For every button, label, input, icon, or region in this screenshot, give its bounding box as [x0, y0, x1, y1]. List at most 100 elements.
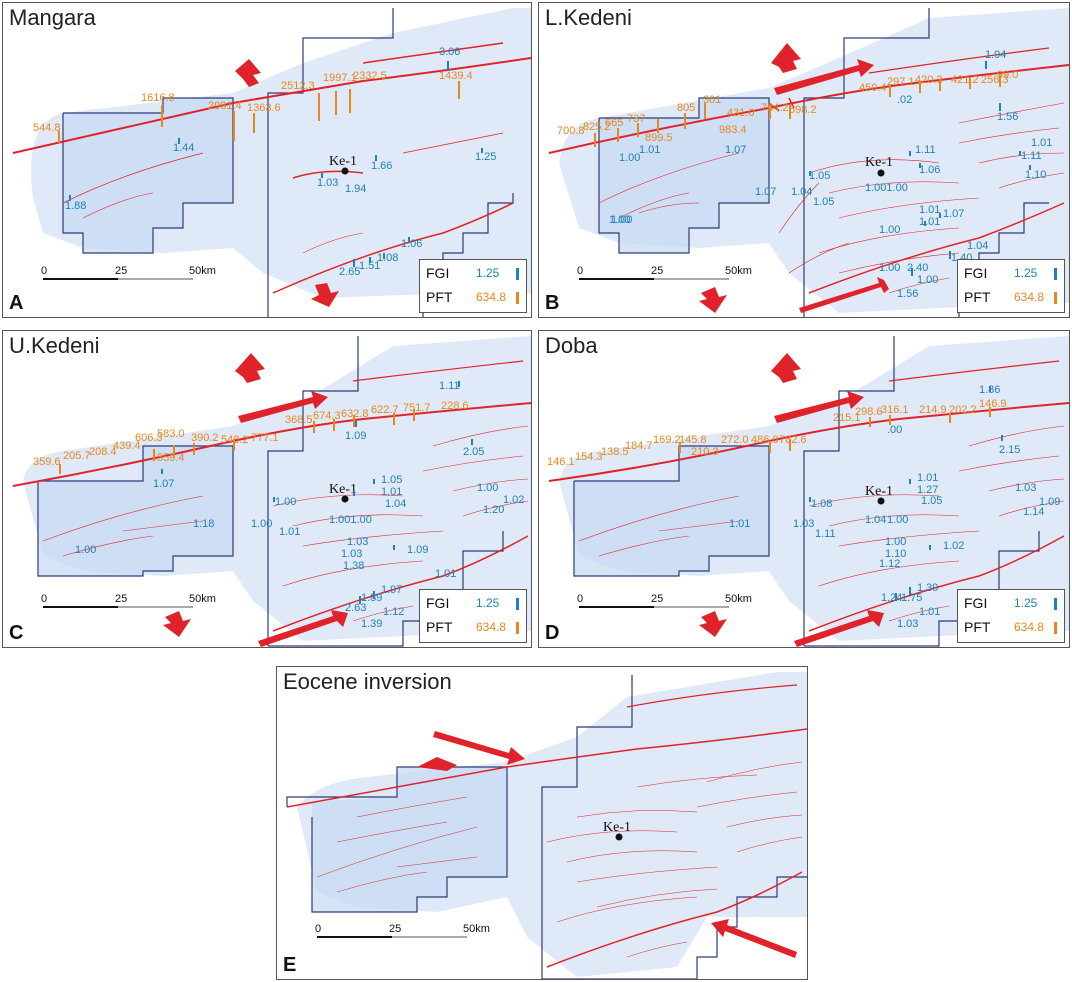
- fgi-value: 1.09: [407, 544, 428, 556]
- fgi-value: 1.00: [885, 536, 906, 548]
- fgi-value: 1.01: [279, 526, 300, 538]
- map-canvas: Ke-1 359.6 205.7 208.4 439.4 606.3 583.0…: [12, 336, 531, 647]
- pft-value: 1616.8: [141, 92, 175, 104]
- pft-value: 138.5: [601, 446, 629, 458]
- fgi-value: .00: [887, 424, 902, 436]
- legend-fgi-value: 1.25: [476, 266, 500, 280]
- fgi-value: 1.89: [361, 592, 382, 604]
- pft-value: 825.2: [583, 121, 611, 133]
- fgi-value: 1.94: [345, 183, 366, 195]
- pft-value: 1997.1: [323, 72, 357, 84]
- well-label: Ke-1: [329, 154, 357, 169]
- fgi-value: 1.10: [1025, 169, 1046, 181]
- fgi-value: 1.03: [347, 536, 368, 548]
- fgi-value: 1.44: [173, 142, 194, 154]
- scale-tick-0: 0: [577, 265, 584, 277]
- fgi-value: 1.04: [791, 186, 812, 198]
- pft-value: 390.2: [191, 432, 219, 444]
- fgi-value: 1.56: [997, 111, 1018, 123]
- fgi-value: 1.12: [383, 606, 404, 618]
- map-canvas: Ke-1 544.8 1616.8 2981.4 1363.6 2512.3 1…: [12, 8, 531, 317]
- legend-fgi-value: 1.25: [476, 596, 500, 610]
- legend-pft-value: 634.8: [476, 290, 507, 304]
- pft-value: 146.9: [979, 398, 1007, 410]
- pft-value: 450.4: [859, 82, 887, 94]
- arrow-east: [774, 59, 874, 95]
- fgi-value: 1.05: [813, 196, 834, 208]
- fgi-value: 1.05: [381, 474, 402, 486]
- fgi-value: 1.27: [917, 484, 938, 496]
- fgi-value: 1.03: [897, 618, 918, 630]
- fgi-value: 1.11: [1021, 150, 1042, 162]
- legend-pft-label: PFT: [964, 619, 991, 635]
- panel-title: L.Kedeni: [545, 5, 632, 30]
- pft-value: 899.5: [645, 132, 673, 144]
- pft-value: 316.1: [881, 404, 909, 416]
- pft-value: 544.8: [33, 122, 61, 134]
- pft-value: 205.7: [63, 450, 91, 462]
- fgi-value: 1.00: [879, 262, 900, 274]
- pft-value: 2981.4: [208, 100, 242, 112]
- legend-pft-value: 634.8: [1014, 620, 1045, 634]
- fgi-value: 1.00: [275, 496, 296, 508]
- pft-value: 700.8: [557, 125, 585, 137]
- pft-value: 359.6: [33, 456, 61, 468]
- fgi-value: 1.25: [475, 151, 496, 163]
- fgi-value: 1.10: [885, 548, 906, 560]
- pft-value: 421.2: [951, 74, 979, 86]
- fgi-value: 1.06: [919, 164, 940, 176]
- fgi-value: 1.00: [879, 224, 900, 236]
- fgi-value: 1.97: [381, 584, 402, 596]
- legend-pft-value: 634.8: [476, 620, 507, 634]
- scale-tick-25: 25: [651, 593, 664, 605]
- pft-value: 214.9: [919, 404, 947, 416]
- fgi-value: 1.07: [755, 186, 776, 198]
- scale-tick-25: 25: [389, 923, 402, 935]
- legend-fgi-label: FGI: [426, 595, 450, 611]
- fgi-value: 1.20: [483, 504, 504, 516]
- fgi-value: 1.86: [979, 384, 1000, 396]
- well-label: Ke-1: [329, 482, 357, 497]
- scale-tick-50: 50km: [189, 265, 216, 277]
- fgi-value: 1.01: [919, 216, 940, 228]
- fgi-marker-icon: [1054, 598, 1057, 610]
- pft-value: 272.0: [721, 434, 749, 446]
- pft-value: 420.3: [915, 74, 943, 86]
- fgi-value: 1.07: [153, 478, 174, 490]
- well-ke1-dot: [341, 167, 349, 175]
- pft-value: 1439.4: [439, 70, 473, 82]
- well-label: Ke-1: [865, 484, 893, 499]
- panel-letter: D: [545, 622, 560, 644]
- panel-letter: A: [9, 292, 24, 314]
- fgi-value: 1.00: [477, 482, 498, 494]
- panel-letter: B: [545, 292, 560, 314]
- pft-marker-icon: [516, 622, 519, 634]
- fgi-value: 2.05: [463, 446, 484, 458]
- fgi-value: 3.06: [439, 46, 460, 58]
- panel-letter: E: [283, 954, 297, 976]
- fgi-value: 1.04: [967, 240, 988, 252]
- fgi-value: 1.05: [809, 170, 830, 182]
- pft-value: 145.8: [679, 434, 707, 446]
- legend-fgi-label: FGI: [426, 265, 450, 281]
- fgi-value: 1.09: [1039, 496, 1060, 508]
- pft-value: 777.1: [251, 432, 279, 444]
- fgi-value: 2.63: [345, 602, 366, 614]
- pft-value: 737: [627, 113, 645, 125]
- pft-value: 99.0: [997, 69, 1018, 81]
- pft-value: 301: [703, 94, 721, 106]
- pft-value: 805: [677, 102, 695, 114]
- panel-title: Eocene inversion: [283, 669, 452, 694]
- fgi-value: 1.88: [65, 200, 86, 212]
- pft-value: 439.4: [113, 440, 141, 452]
- panel-doba: Ke-1 146.1 154.3 138.5 184.7 169.2 145.8…: [538, 330, 1070, 648]
- pft-value: 632.8: [341, 408, 369, 420]
- fgi-value: 2.65: [339, 266, 360, 278]
- fgi-value: 2.40: [907, 262, 928, 274]
- fgi-value: 1.02: [943, 540, 964, 552]
- fgi-value: 1.07: [725, 144, 746, 156]
- fgi-value: 1.00: [251, 518, 272, 530]
